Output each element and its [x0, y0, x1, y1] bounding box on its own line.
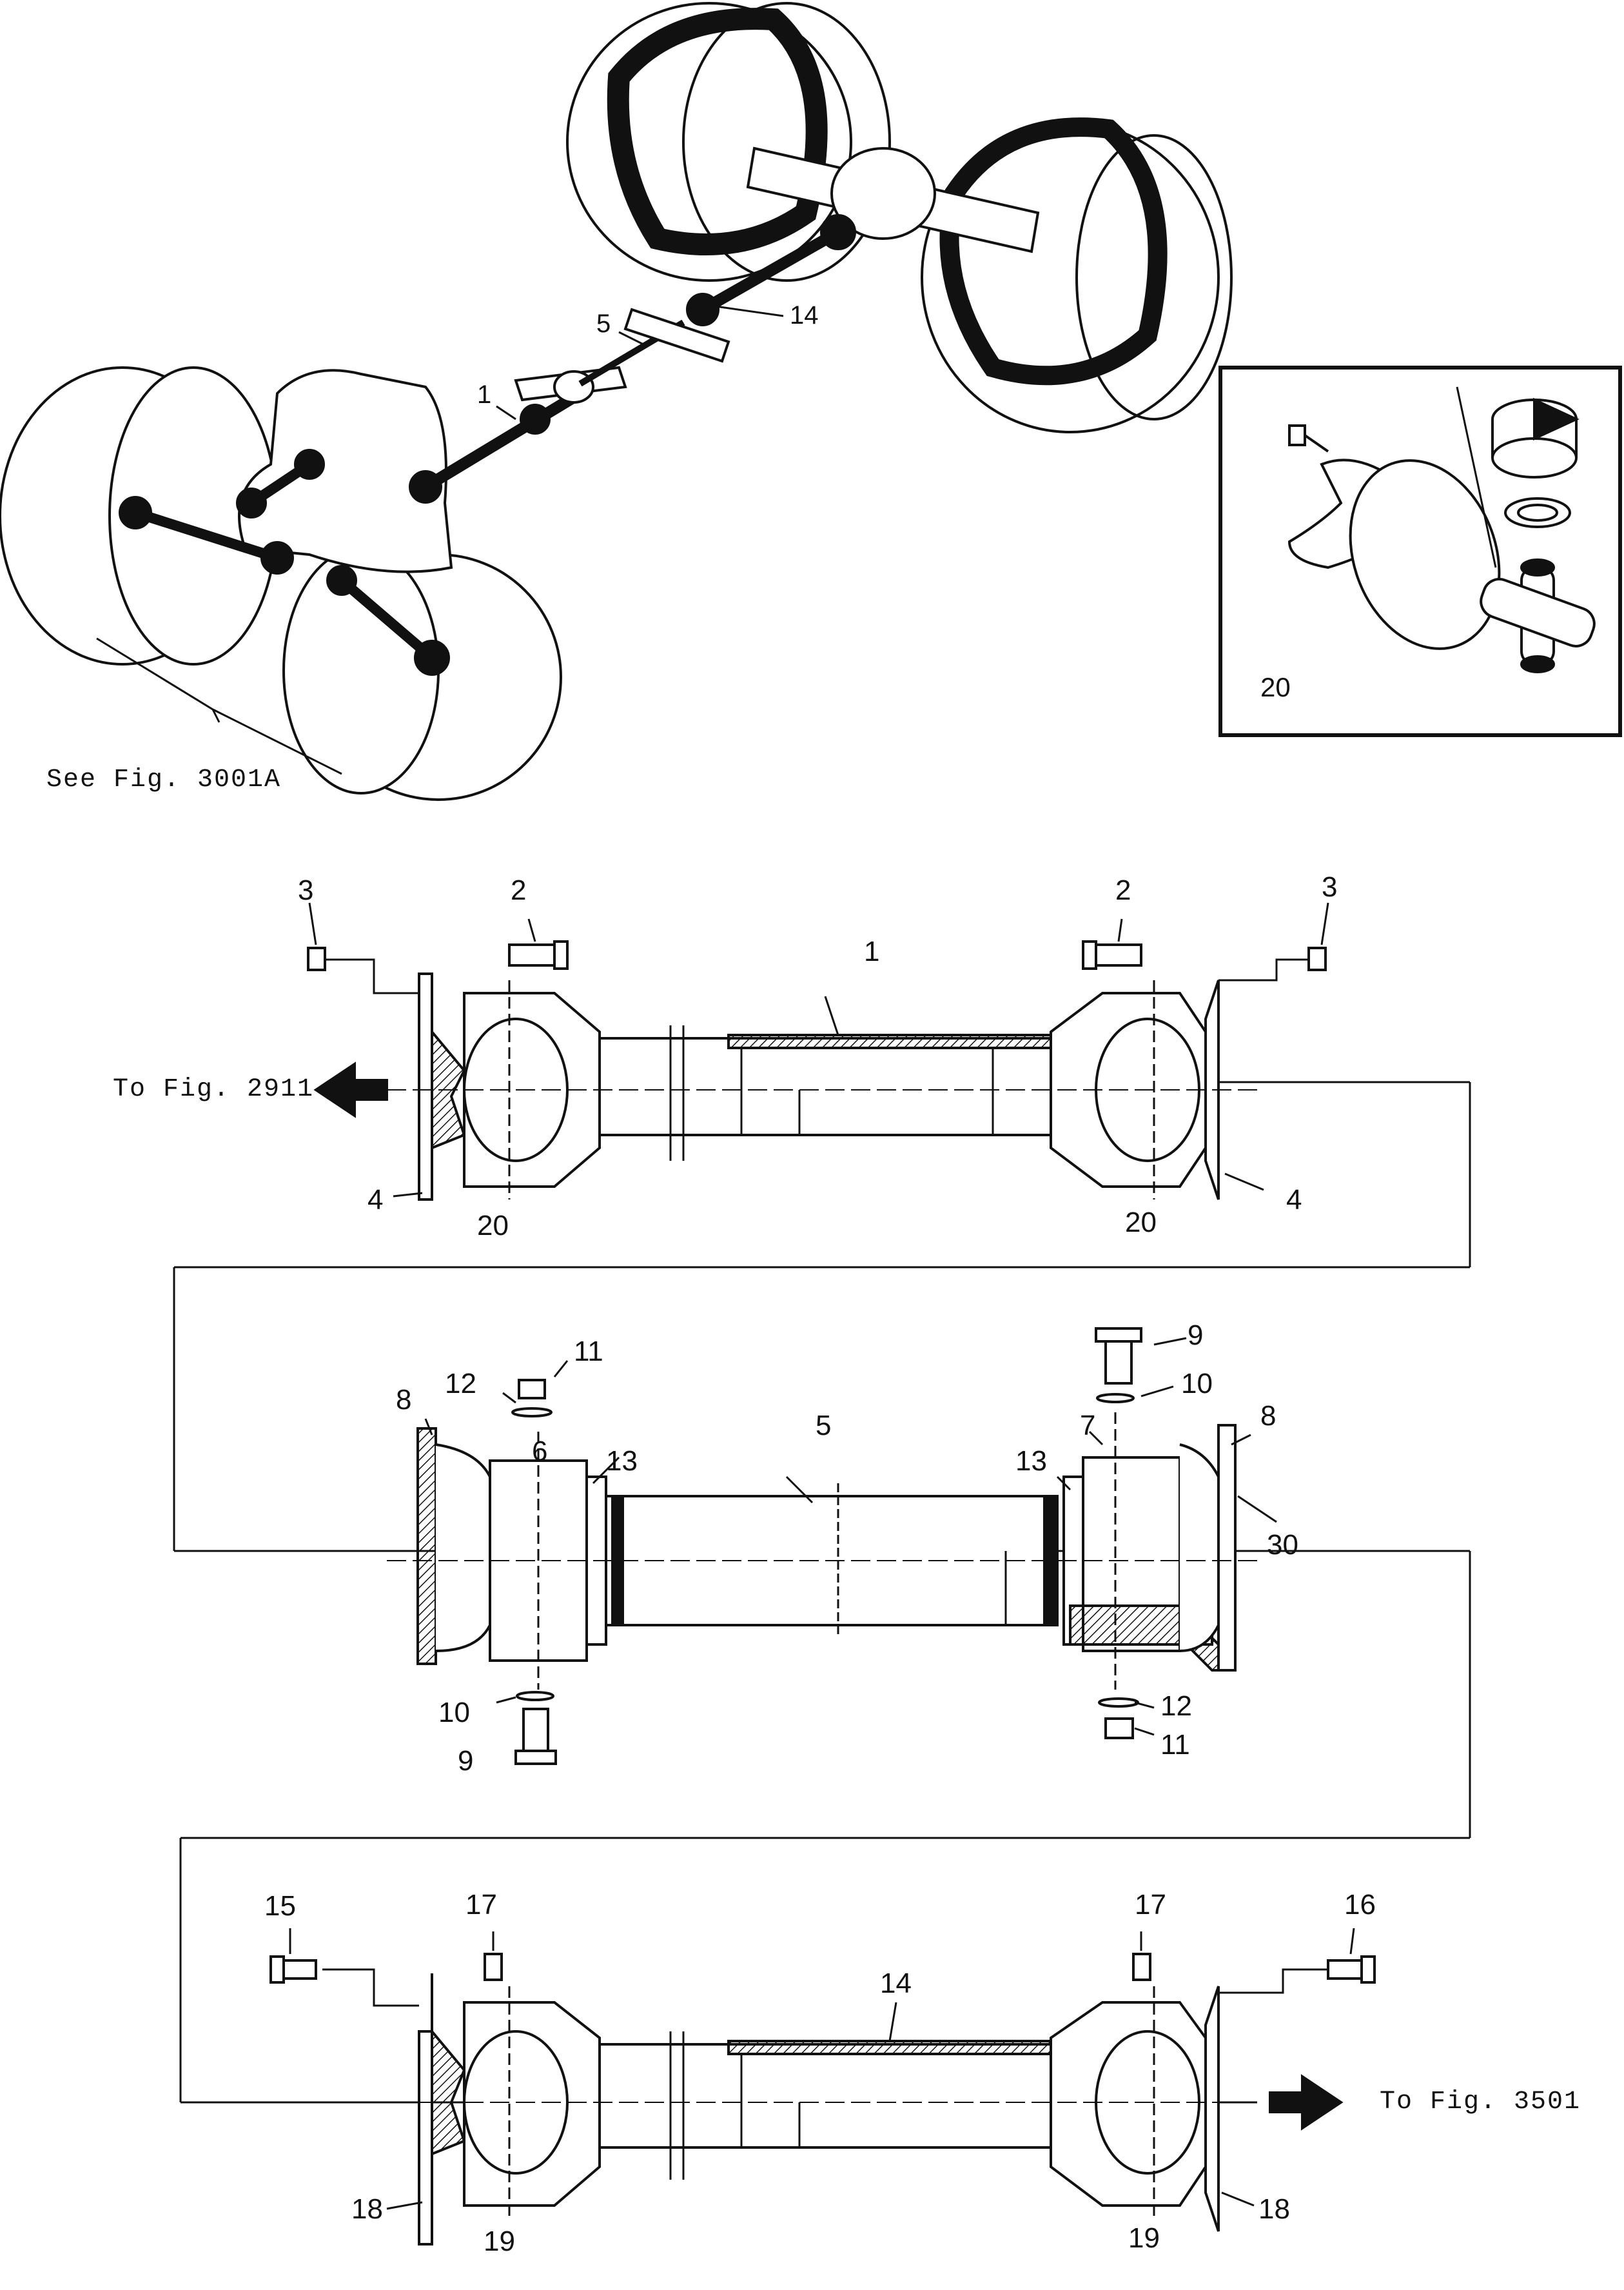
see-figure-note: See Fig. 3001A [46, 765, 282, 795]
callout-nut-17-right: 17 [1135, 1889, 1166, 1920]
shaft-1-nut-right [1307, 947, 1327, 971]
front-wheel-right [282, 547, 562, 801]
shaft-14-nut-left [484, 1953, 503, 1981]
callout-nut-17-left: 17 [465, 1889, 497, 1920]
callout-flange-18-left: 18 [351, 2193, 383, 2225]
callout-block-6: 6 [532, 1436, 547, 1467]
transmission-housing [238, 369, 453, 573]
callout-nut-3-right: 3 [1322, 871, 1337, 903]
shaft-1-nut-left [307, 947, 326, 971]
callout-washer-10-bottom: 10 [438, 1697, 470, 1728]
shaft-5-washer-top [1096, 1393, 1135, 1403]
shaft-14-assembly [179, 1838, 1376, 2246]
callout-flange-4-right: 4 [1286, 1184, 1302, 1216]
overview-shaft-1 [409, 388, 583, 504]
callout-washer-10-top: 10 [1181, 1368, 1213, 1399]
inset-bearing-cap [1491, 397, 1580, 479]
shaft-5-washer-bottom [516, 1691, 554, 1701]
callout-inset-20: 20 [1260, 672, 1291, 702]
shaft-1-assembly [174, 902, 1471, 1268]
callout-ring-13-right: 13 [1015, 1445, 1047, 1477]
overview-shaft-14 [686, 227, 841, 326]
arrow-to-fig-2911 [313, 1061, 388, 1118]
shaft-5-washer2-bottom [1098, 1697, 1139, 1708]
shaft-5-bolt-bottom [522, 1708, 549, 1759]
rear-wheel-left [566, 2, 891, 282]
shaft-5-assembly [173, 1267, 1471, 1839]
callout-nut-3-left: 3 [298, 874, 313, 906]
callout-flange-8-left: 8 [396, 1384, 411, 1416]
rear-differential [830, 147, 936, 240]
callout-overview-5: 5 [596, 310, 611, 338]
shaft-5-washer2-top [511, 1407, 553, 1417]
callout-overview-1: 1 [477, 380, 491, 409]
callout-shaft-14: 14 [880, 1968, 912, 1999]
callout-bolt-16: 16 [1344, 1889, 1376, 1920]
inset-spider-cross [1480, 558, 1596, 673]
callout-joint-19-left: 19 [484, 2226, 515, 2257]
callout-nut-11-bottom: 11 [1160, 1729, 1190, 1761]
callout-bearing-30: 30 [1267, 1529, 1298, 1561]
callout-ring-13-left: 13 [606, 1445, 638, 1477]
callout-joint-19-right: 19 [1128, 2222, 1160, 2254]
callout-bolt-15: 15 [264, 1890, 296, 1922]
callout-flange-4-left: 4 [367, 1184, 383, 1216]
callout-overview-14: 14 [790, 301, 819, 330]
vehicle-overview [0, 2, 1233, 801]
to-fig-2911-note: To Fig. 2911 [113, 1075, 315, 1104]
callout-block-7: 7 [1080, 1410, 1095, 1441]
callout-flange-8-right: 8 [1260, 1400, 1276, 1432]
callout-shaft-5: 5 [816, 1410, 831, 1441]
shaft-5-nut-bottom [1104, 1717, 1134, 1739]
callout-nut-11-top: 11 [574, 1336, 603, 1367]
callout-flange-18-right: 18 [1258, 2193, 1290, 2225]
shaft-5-nut-top [518, 1379, 546, 1399]
callout-bolt-2-right: 2 [1115, 874, 1131, 906]
to-fig-3501-note: To Fig. 3501 [1380, 2088, 1581, 2117]
shaft-14-nut-right [1132, 1953, 1151, 1981]
overview-center-bearing [514, 366, 627, 404]
callout-bolt-9-top: 9 [1188, 1319, 1203, 1351]
arrow-to-fig-3501 [1269, 2074, 1344, 2131]
callout-joint-20-left: 20 [477, 1210, 509, 1241]
rear-wheel-right [921, 117, 1233, 433]
callout-bolt-2-left: 2 [511, 874, 526, 906]
overview-shaft-5 [578, 308, 730, 387]
joint-inset [1218, 366, 1622, 737]
inset-bolt [1288, 424, 1329, 453]
callout-joint-20-right: 20 [1125, 1207, 1157, 1238]
callout-shaft-1: 1 [864, 936, 879, 967]
callout-bolt-9-bottom: 9 [458, 1745, 473, 1777]
callout-washer-12-top: 12 [445, 1368, 476, 1399]
callout-washer-12-bottom: 12 [1160, 1690, 1192, 1722]
